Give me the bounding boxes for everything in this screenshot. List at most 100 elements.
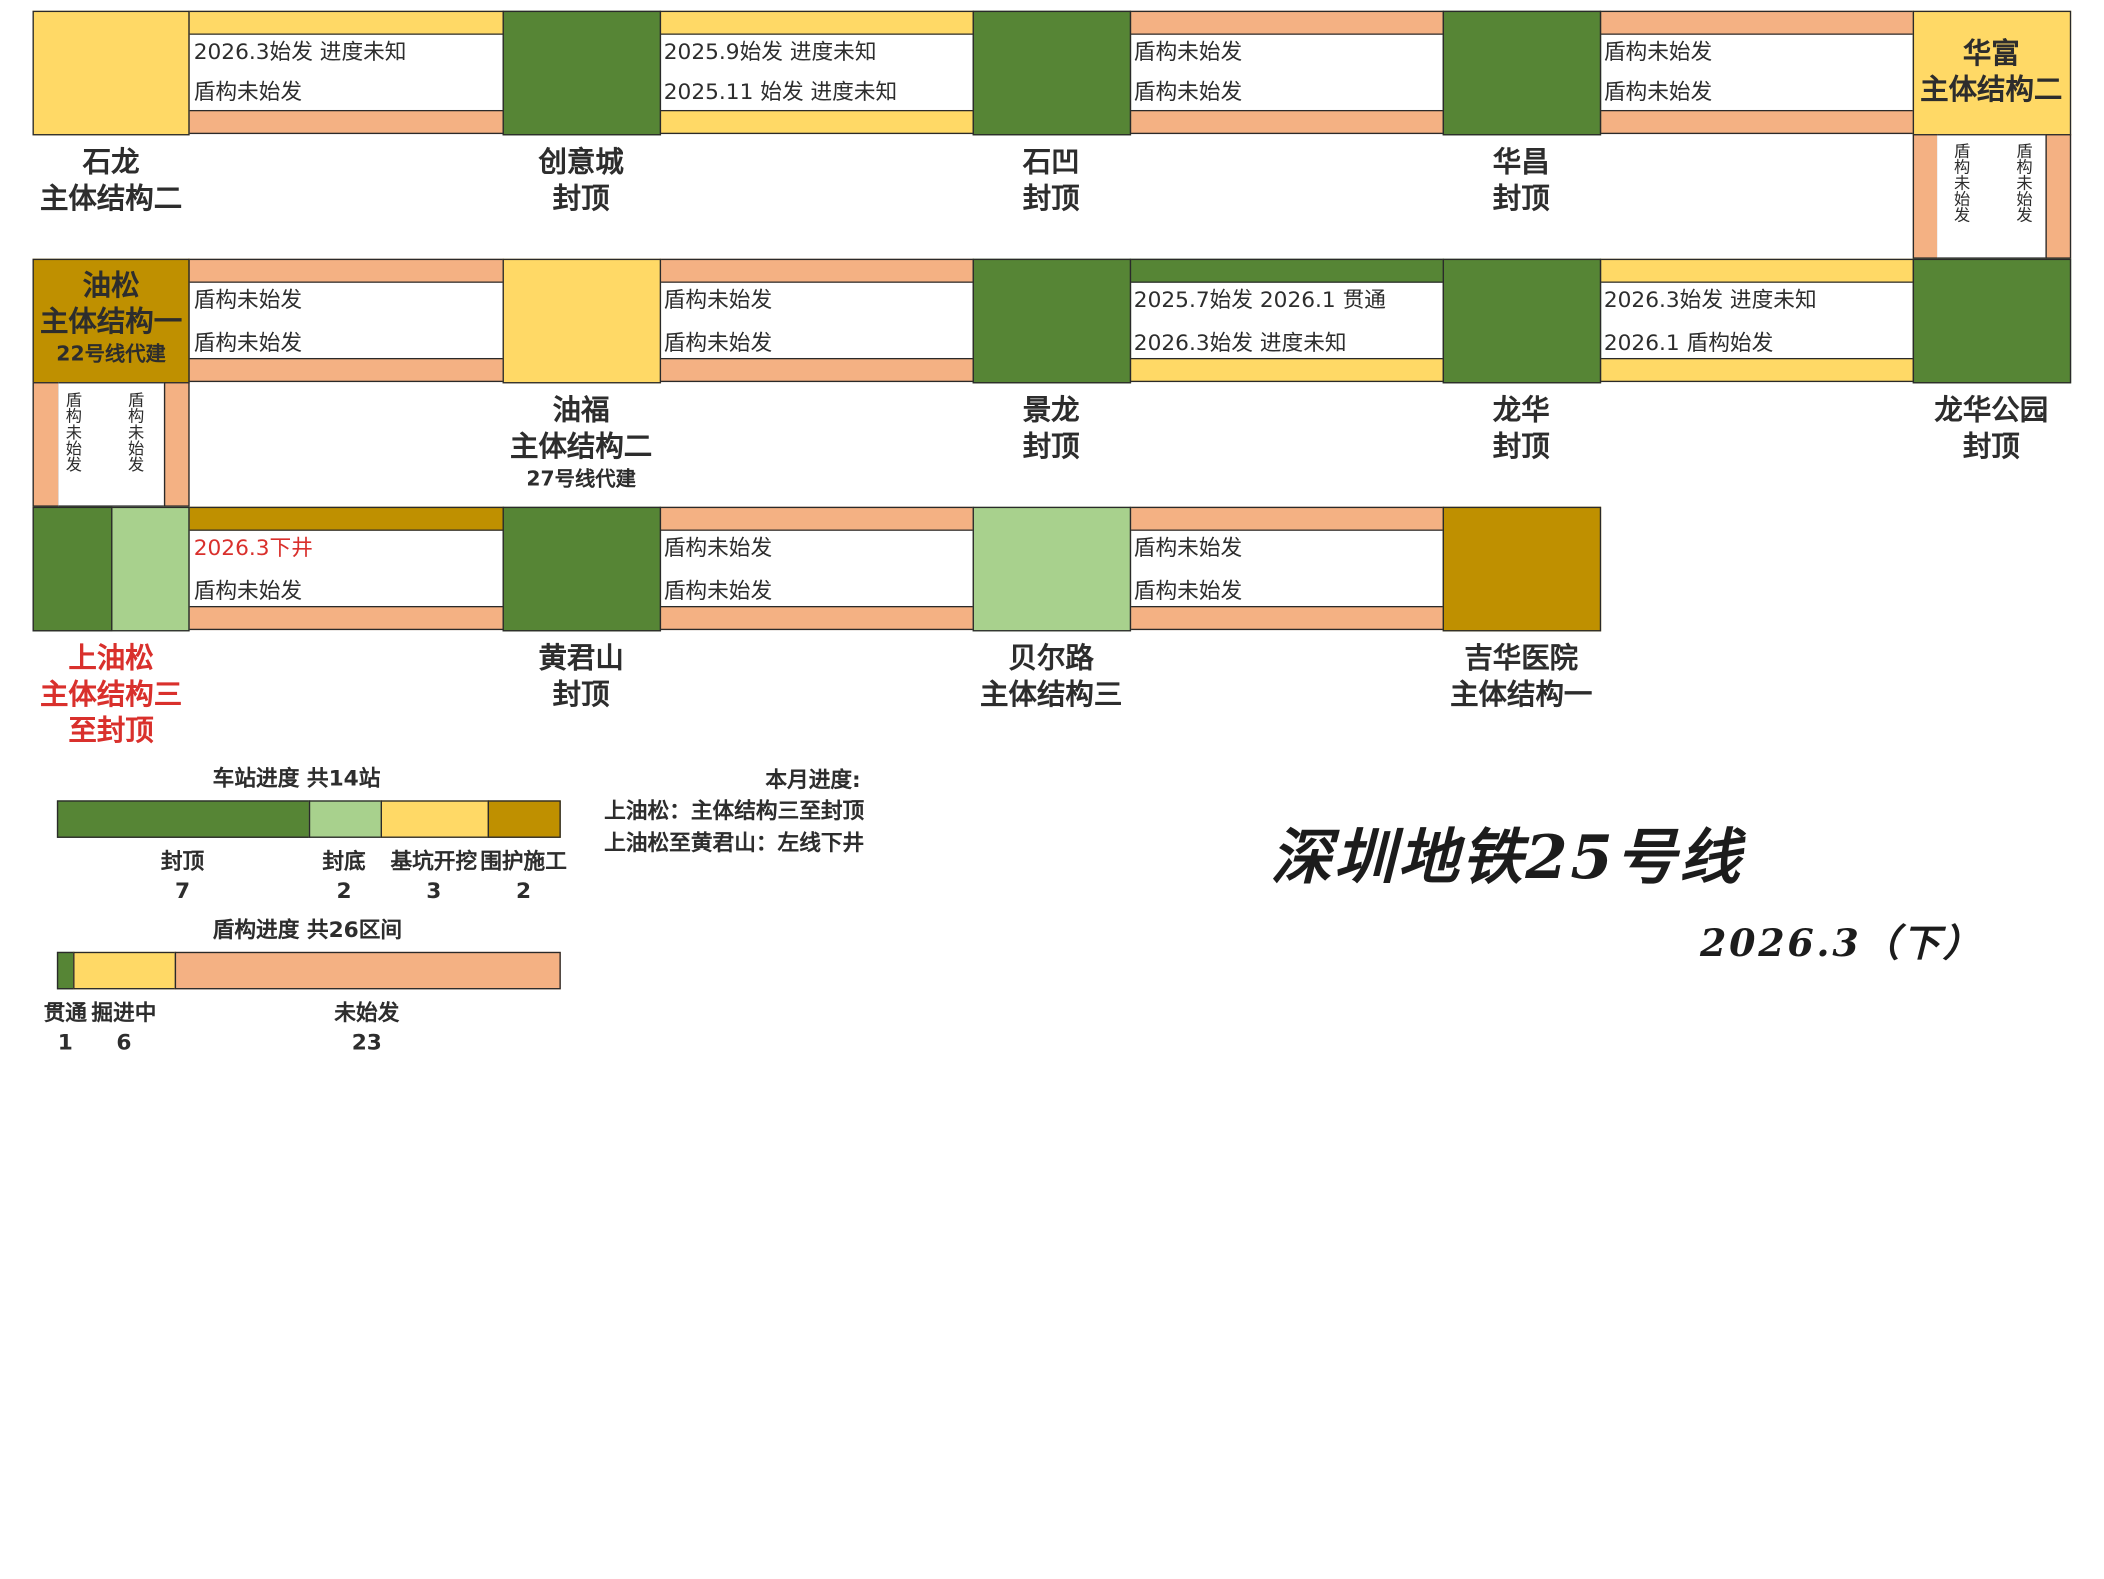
station-shilong-label: 石龙主体结构二: [39, 146, 183, 215]
section-s8-bottom-text: 盾构未始发: [663, 329, 773, 356]
section-s13-bottom-text: 盾构未始发: [1133, 577, 1243, 604]
section-s12-text-area: [659, 530, 974, 606]
section-s1-text-area: [188, 34, 504, 110]
legend-station-segment-3: [487, 800, 561, 838]
section-s1-bottom-text: 盾构未始发: [193, 79, 303, 105]
legend-station-segment-2: [379, 800, 490, 838]
section-s11-top-track: [188, 506, 504, 531]
section-s2-bottom-track: [659, 109, 974, 135]
section-s10-right-text: 盾构未始发: [125, 391, 145, 472]
section-s2-top-track: [659, 10, 974, 35]
section-s6-text-area: [1599, 282, 1915, 358]
legend-station-bar: [56, 800, 561, 838]
section-s8-top-text: 盾构未始发: [663, 286, 773, 313]
legend-station-count-2: 3: [426, 878, 442, 904]
date-label: 2026.3（下）: [1700, 920, 1984, 966]
station-shilong-box: [32, 10, 190, 136]
section-s5-right-track: [2045, 134, 2072, 259]
legend-shield-count-0: 1: [57, 1029, 73, 1056]
section-s7-top-track: [1129, 258, 1445, 283]
section-s10-right-track: [163, 382, 190, 507]
section-s6-bottom-text: 2026.1 盾构始发: [1603, 329, 1774, 356]
station-shiao-box: [972, 10, 1132, 136]
section-s13-bottom-track: [1129, 605, 1445, 631]
legend-station-label-3: 围护施工: [480, 848, 567, 875]
legend-shield-count-1: 6: [116, 1029, 132, 1056]
legend-shield-segment-2: [174, 951, 561, 990]
section-s13-top-track: [1129, 506, 1445, 531]
station-longhua-label: 龙华封顶: [1492, 394, 1550, 463]
section-s7-text-area: [1129, 282, 1445, 358]
section-s11-top-text: 2026.3下井: [193, 534, 313, 561]
legend-station-segment-0: [56, 800, 310, 838]
station-longhua-box: [1442, 258, 1602, 384]
section-s9-text-area: [188, 282, 504, 358]
section-s9-bottom-text: 盾构未始发: [193, 329, 303, 356]
section-s9-bottom-track: [188, 357, 504, 383]
station-youfu-box: [502, 258, 662, 384]
station-longhuagongyuan-box: [1912, 258, 2072, 384]
legend-shield-label-0: 贯通: [43, 1000, 87, 1026]
section-s7-bottom-track: [1129, 357, 1445, 383]
section-s6-bottom-track: [1599, 357, 1915, 383]
station-shangyousong-label: 上油松主体结构三至封顶: [39, 642, 183, 747]
legend-station-segment-1: [308, 800, 382, 838]
section-s8-text-area: [659, 282, 974, 358]
section-s11-bottom-text: 盾构未始发: [193, 577, 303, 604]
section-s6-top-text: 2026.3始发 进度未知: [1603, 286, 1817, 313]
station-huachang-box: [1442, 10, 1602, 136]
legend-station-count-3: 2: [516, 878, 532, 904]
section-s5-text-area: [1937, 134, 2047, 259]
section-s3-top-text: 盾构未始发: [1133, 38, 1243, 65]
section-s3-top-track: [1129, 10, 1445, 35]
monthly-line-2: 上油松至黄君山：左线下井: [604, 829, 865, 856]
section-s2-top-text: 2025.9始发 进度未知: [663, 38, 877, 65]
station-shangyousong-box-sealed-part: [32, 506, 113, 632]
section-s10-left-track: [32, 382, 60, 507]
station-huafu-label: 华富主体结构二: [1920, 37, 2063, 106]
legend-shield-bar: [56, 951, 561, 990]
station-huachang-label: 华昌封顶: [1492, 146, 1550, 215]
section-s4-bottom-text: 盾构未始发: [1603, 79, 1713, 105]
legend-station-label-1: 封底: [322, 848, 366, 875]
station-jinglong-box: [972, 258, 1132, 384]
legend-shield-count-2: 23: [351, 1029, 382, 1056]
monthly-line-1: 上油松：主体结构三至封顶: [604, 797, 865, 824]
legend-shield-label-2: 未始发: [334, 1000, 400, 1026]
section-s5-left-text: 盾构未始发: [1951, 142, 1971, 223]
section-s12-bottom-text: 盾构未始发: [663, 577, 773, 604]
section-s4-bottom-track: [1599, 109, 1915, 135]
section-s4-top-track: [1599, 10, 1915, 35]
section-s1-top-text: 2026.3始发 进度未知: [193, 38, 407, 65]
station-huangjunshan-box: [502, 506, 662, 632]
section-s3-bottom-track: [1129, 109, 1445, 135]
legend-station-count-0: 7: [174, 878, 191, 904]
section-s8-bottom-track: [659, 357, 974, 383]
legend-station-count-1: 2: [336, 878, 352, 904]
legend-shield-label-1: 掘进中: [91, 1000, 157, 1026]
legend-shield-segment-1: [73, 951, 176, 990]
section-s11-bottom-track: [188, 605, 504, 631]
section-s12-bottom-track: [659, 605, 974, 631]
section-s2-text-area: [659, 34, 974, 110]
section-s9-top-track: [188, 258, 504, 283]
section-s5-right-text: 盾构未始发: [2014, 142, 2034, 223]
main-title: 深圳地铁25号线: [1270, 821, 1743, 893]
section-s7-bottom-text: 2026.3始发 进度未知: [1133, 329, 1347, 356]
station-jihuayiyuan-box: [1442, 506, 1602, 632]
section-s4-text-area: [1599, 34, 1915, 110]
station-longhuagongyuan-label: 龙华公园封顶: [1934, 394, 2049, 463]
legend-station-label-0: 封顶: [160, 848, 205, 875]
section-s12-top-track: [659, 506, 974, 531]
section-s6-top-track: [1599, 258, 1915, 283]
station-jinglong-label: 景龙封顶: [1022, 394, 1080, 463]
legend-station-label-2: 基坑开挖: [390, 848, 478, 875]
section-s8-top-track: [659, 258, 974, 283]
section-s5-left-track: [1912, 134, 1939, 259]
station-yousong-box: [32, 258, 190, 384]
section-s12-top-text: 盾构未始发: [663, 534, 773, 561]
legend-shield-title: 盾构进度 共26区间: [212, 916, 403, 943]
station-shiao-label: 石凹封顶: [1022, 146, 1080, 215]
section-s4-top-text: 盾构未始发: [1603, 38, 1713, 65]
